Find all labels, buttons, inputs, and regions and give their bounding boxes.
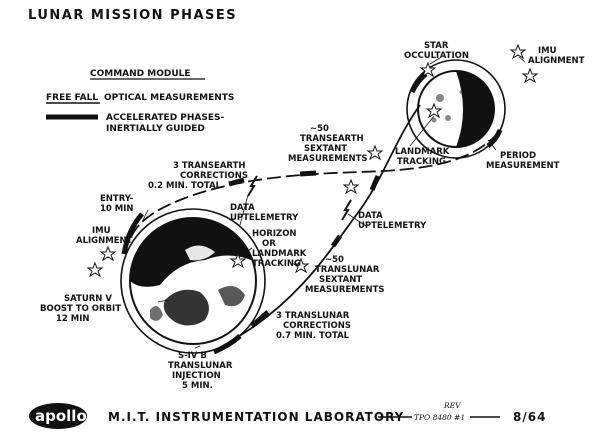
- leader-sivb: [194, 345, 201, 349]
- apollo-logo-text: apollo: [35, 407, 87, 425]
- star-icon-imu-earth-2: [86, 261, 104, 278]
- legend-free-fall-desc: OPTICAL MEASUREMENTS: [104, 93, 234, 103]
- sivb-burn: [212, 334, 242, 355]
- label-transearth-corrections: 3 TRANSEARTH CORRECTIONS 0.2 MIN. TOTAL: [148, 161, 251, 191]
- leader-imu-moon: [518, 56, 526, 63]
- page-title: LUNAR MISSION PHASES: [28, 8, 237, 23]
- issue-date: 8/64: [513, 410, 546, 424]
- transearth-injection-burn: [486, 129, 503, 148]
- star-icon-translunar: [292, 257, 310, 274]
- leader-uptelemetry-1: [239, 194, 249, 226]
- label-data-uptelemetry-1: DATA UPTELEMETRY: [230, 203, 299, 223]
- label-saturn-boost: SATURN V BOOST TO ORBIT 12 MIN: [40, 294, 124, 324]
- star-icon-imu-earth-1: [99, 245, 117, 262]
- label-horizon-landmark: HORIZON OR LANDMARK TRACKING: [252, 229, 309, 269]
- label-imu-alignment-earth: IMU ALIGNMENT: [76, 226, 133, 246]
- star-icon-transearth-1: [366, 144, 384, 161]
- earth: [129, 217, 257, 345]
- translunar-burn-2: [330, 234, 343, 248]
- label-entry: ENTRY- 10 MIN: [100, 194, 136, 214]
- transearth-trajectory: [129, 131, 500, 241]
- transearth-burn-2: [228, 177, 245, 187]
- translunar-burn-3: [369, 175, 381, 191]
- legend-accelerated-line2: INERTIALLY GUIDED: [106, 124, 205, 134]
- translunar-burn-1: [250, 310, 270, 328]
- label-data-uptelemetry-2: DATA UPTELEMETRY: [358, 211, 427, 231]
- leader-uptelemetry-2: [347, 213, 367, 227]
- star-icon-landmark-moon: [425, 102, 443, 119]
- label-translunar-sextant: ~50 TRANSLUNAR SEXTANT MEASUREMENTS: [305, 255, 385, 295]
- lab-name: M.I.T. INSTRUMENTATION LABORATORY: [108, 410, 404, 424]
- legend-heading: COMMAND MODULE: [90, 69, 191, 79]
- saturn-boost-burn: [121, 212, 144, 255]
- leader-occultation: [429, 57, 441, 65]
- transearth-burn-1: [299, 170, 317, 177]
- legend-free-fall: FREE FALL: [46, 93, 98, 103]
- star-icon-horizon: [229, 252, 247, 269]
- label-transearth-sextant: ~50 TRANSEARTH SEXTANT MEASUREMENTS: [288, 124, 368, 164]
- star-icon-transearth-2: [342, 178, 360, 195]
- label-translunar-corrections: 3 TRANSLUNAR CORRECTIONS 0.7 MIN. TOTAL: [276, 311, 354, 341]
- lightning-icon-uptelemetry-1: [247, 175, 258, 197]
- leader-saturn: [157, 299, 169, 303]
- star-icon-imu-moon-1: [509, 43, 527, 60]
- label-period-measurement: PERIOD MEASUREMENT: [486, 151, 560, 171]
- moon: [417, 70, 495, 148]
- lunar-orbit: [406, 59, 506, 159]
- lightning-icon-uptelemetry-2: [341, 199, 352, 221]
- tpo-number: TPO 8480 #1: [414, 413, 465, 422]
- label-star-occultation: STAR OCCULTATION: [404, 41, 469, 61]
- earth-parking-orbit: [120, 208, 266, 354]
- rev-mark: REV: [443, 401, 462, 410]
- leader-period: [487, 139, 497, 151]
- leader-landmark-moon: [409, 115, 435, 147]
- label-sivb-injection: S-IV B TRANSLUNAR INJECTION 5 MIN.: [168, 351, 235, 391]
- apollo-logo: [29, 403, 87, 429]
- label-landmark-tracking-moon: LANDMARK TRACKING: [395, 147, 452, 167]
- star-icon-occultation: [419, 61, 437, 78]
- label-imu-alignment-moon: IMU ALIGNMENT: [528, 46, 585, 66]
- star-icon-imu-moon-2: [521, 67, 539, 84]
- translunar-trajectory: [235, 104, 421, 339]
- leader-entry: [141, 209, 149, 223]
- leader-horizon: [240, 247, 253, 257]
- legend-accelerated-line1: ACCELERATED PHASES-: [106, 113, 224, 123]
